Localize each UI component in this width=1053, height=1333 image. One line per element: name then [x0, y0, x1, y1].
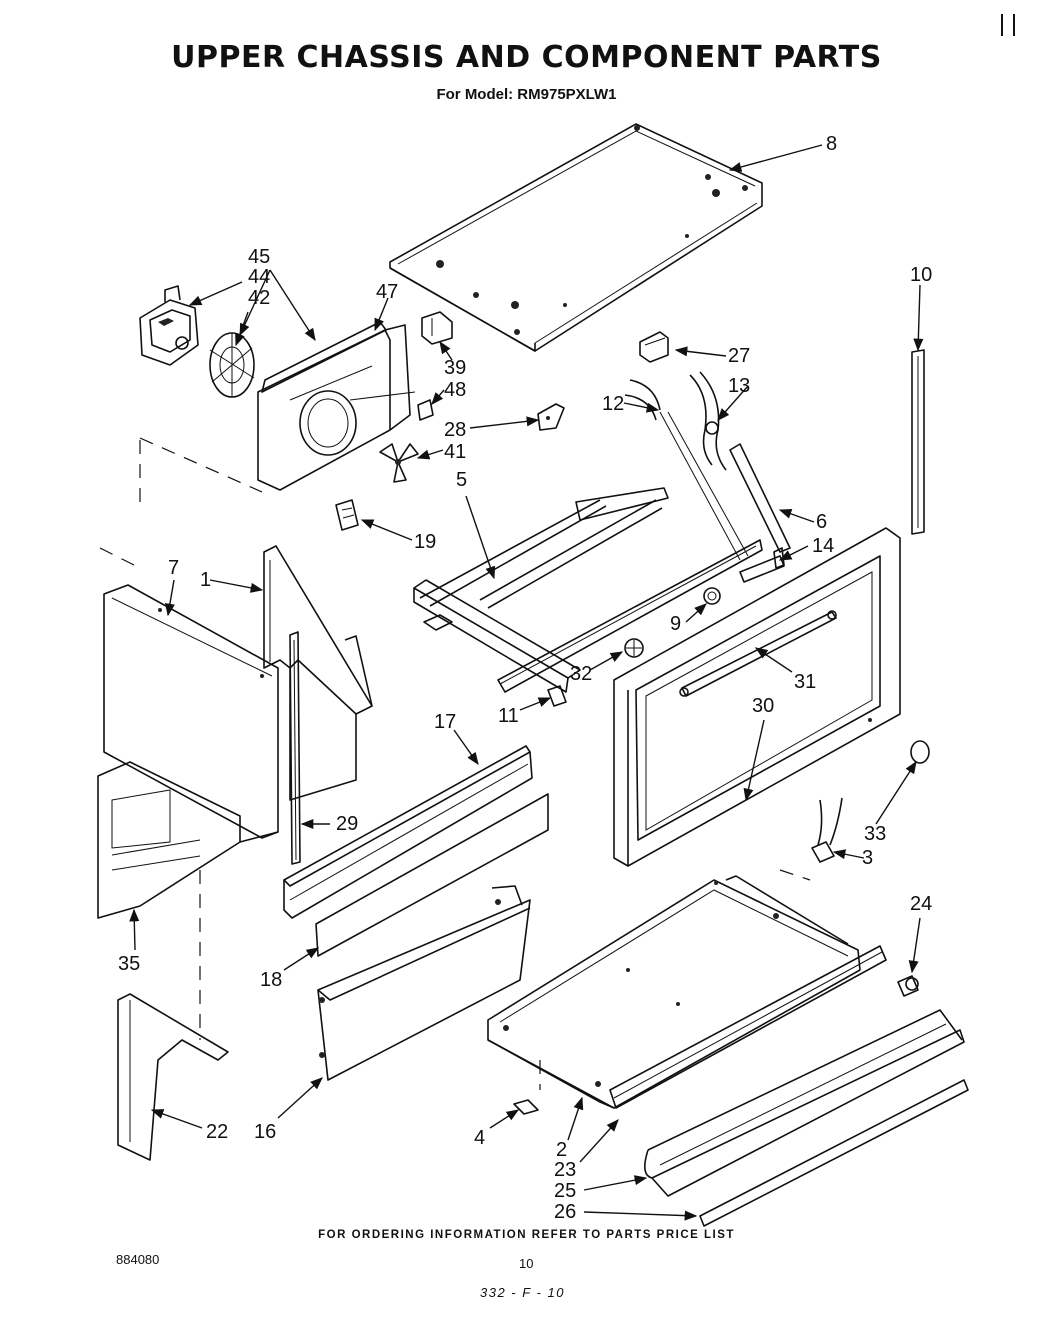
part-8-top-cover	[389, 123, 763, 352]
part-label-19: 19	[414, 531, 436, 553]
part-24-bulb	[897, 975, 919, 997]
part-22-corner-piece	[117, 993, 229, 1161]
part-11-clip	[547, 685, 567, 707]
part-27-bracket	[639, 331, 669, 363]
part-label-47: 47	[376, 281, 398, 303]
part-label-12: 12	[602, 393, 624, 415]
part-label-8: 8	[826, 133, 837, 155]
part-label-30: 30	[752, 695, 774, 717]
part-12-13-wiring	[624, 371, 749, 561]
part-label-41: 41	[444, 441, 466, 463]
part-35-base-panel	[97, 761, 279, 919]
part-label-39: 39	[444, 357, 466, 379]
part-5-frame-rails	[413, 487, 763, 693]
part-label-18: 18	[260, 969, 282, 991]
alignment-lines	[99, 437, 811, 1090]
part-label-14: 14	[812, 535, 834, 557]
part-label-10: 10	[910, 264, 932, 286]
part-32-knob	[624, 638, 644, 658]
part-label-13: 13	[728, 375, 750, 397]
ordering-note: FOR ORDERING INFORMATION REFER TO PARTS …	[318, 1229, 735, 1241]
part-7-side-panel	[103, 584, 279, 839]
part-31-handle	[679, 610, 837, 697]
part-label-42: 42	[248, 287, 270, 309]
part-42-fan-guard	[209, 332, 255, 398]
part-4-clip	[513, 1099, 539, 1115]
part-label-27: 27	[728, 345, 750, 367]
part-label-31: 31	[794, 671, 816, 693]
part-47-shroud	[257, 321, 416, 491]
document-number: 884080	[116, 1252, 160, 1267]
part-label-29: 29	[336, 813, 358, 835]
part-label-5: 5	[456, 469, 467, 491]
page-number: 10	[519, 1256, 534, 1271]
part-2-bottom-tray	[487, 875, 861, 1109]
part-label-28: 28	[444, 419, 466, 441]
part-9-knob	[703, 587, 721, 605]
part-label-17: 17	[434, 711, 456, 733]
part-25-reflector	[644, 1009, 965, 1197]
leader-lines	[129, 144, 924, 1221]
part-18-panel	[315, 793, 549, 957]
part-label-25: 25	[554, 1180, 576, 1202]
part-label-33: 33	[864, 823, 886, 845]
model-subtitle: For Model: RM975PXLW1	[436, 86, 617, 103]
part-16-panel	[317, 885, 531, 1081]
part-label-35: 35	[118, 953, 140, 975]
part-26-channel	[699, 1079, 969, 1227]
part-label-6: 6	[816, 511, 827, 533]
part-17-trim-strip	[283, 745, 533, 919]
corner-registration-mark	[1001, 14, 1015, 36]
part-29-strip	[289, 631, 301, 865]
part-label-45: 45	[248, 246, 270, 268]
part-label-26: 26	[554, 1201, 576, 1223]
part-number-labels: 8 10 45 44 42 47 39 48 28 41 19 27 13 12…	[118, 133, 932, 1223]
part-label-32: 32	[570, 663, 592, 685]
part-label-11: 11	[498, 705, 519, 727]
part-label-2: 2	[556, 1139, 567, 1161]
part-label-48: 48	[444, 379, 466, 401]
part-label-22: 22	[206, 1121, 228, 1143]
part-1-support	[263, 545, 373, 801]
part-10-strip	[911, 349, 925, 535]
part-39-bracket	[421, 311, 453, 345]
part-label-9: 9	[670, 613, 681, 635]
part-label-4: 4	[474, 1127, 485, 1149]
part-19-clip	[335, 499, 359, 531]
part-28-bracket	[537, 403, 565, 431]
part-label-3: 3	[862, 847, 873, 869]
part-label-7: 7	[168, 557, 179, 579]
part-48-clip	[417, 399, 434, 421]
part-label-44: 44	[248, 266, 270, 288]
part-23-rail	[609, 945, 887, 1109]
part-6-14-hinge-parts	[729, 443, 791, 583]
page-title: UPPER CHASSIS AND COMPONENT PARTS	[171, 40, 882, 75]
part-44-45-fan-motor	[139, 285, 199, 366]
part-30-door-frame	[613, 527, 901, 867]
part-41-fan-blade	[379, 443, 419, 483]
part-33-knob	[910, 740, 930, 764]
part-label-16: 16	[254, 1121, 276, 1143]
part-label-23: 23	[554, 1159, 576, 1181]
part-label-24: 24	[910, 893, 932, 915]
publication-code: 332 - F - 10	[480, 1285, 565, 1300]
part-label-1: 1	[200, 569, 211, 591]
